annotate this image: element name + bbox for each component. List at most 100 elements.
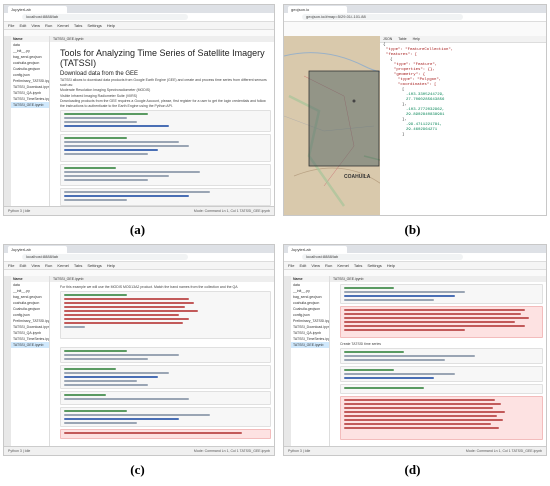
browser-tab[interactable]: JupyterLab: [288, 246, 347, 253]
code-cell[interactable]: [60, 110, 271, 132]
json-line: "coordinates": [: [398, 83, 437, 87]
file-item[interactable]: Coahuila.geojson: [13, 307, 41, 311]
code-cell[interactable]: [60, 347, 271, 363]
geojson-editor[interactable]: JSON Table Help { "type": "FeatureCollec…: [380, 36, 546, 215]
menu-item[interactable]: Edit: [19, 23, 27, 28]
browser-tab[interactable]: geojson.io: [288, 6, 347, 13]
json-line: ],: [402, 103, 407, 107]
menu-item[interactable]: Settings: [87, 23, 102, 28]
left-icon-bar[interactable]: [4, 276, 11, 447]
url-field[interactable]: localhost:8888/lab: [22, 14, 188, 20]
menu-item[interactable]: File: [288, 263, 295, 268]
code-cell[interactable]: [60, 188, 271, 206]
file-item[interactable]: bag_send.geojson: [293, 295, 322, 299]
file-item[interactable]: __init__.py: [13, 49, 30, 53]
file-item[interactable]: TATSSI_Download.ipynb: [293, 325, 329, 329]
file-item[interactable]: Preliminary_TATSSI.ipynb: [293, 319, 329, 323]
menu-item[interactable]: Edit: [19, 263, 27, 268]
file-item[interactable]: TATSSI_Download.ipynb: [13, 325, 49, 329]
menu-item[interactable]: Settings: [87, 263, 102, 268]
file-item[interactable]: config.json: [293, 313, 310, 317]
file-item[interactable]: TATSSI_TimeSeries.ipynb: [13, 97, 49, 101]
menu-item[interactable]: Settings: [367, 263, 382, 268]
caption-c: (c): [130, 462, 145, 477]
menu-item[interactable]: Tabs: [353, 263, 363, 268]
file-item-selected[interactable]: TATSSI_GEE.ipynb: [11, 102, 49, 108]
tab-json[interactable]: JSON: [383, 37, 393, 41]
file-item[interactable]: TATSSI_TimeSeries.ipynb: [293, 337, 329, 341]
file-item[interactable]: TATSSI_QA.ipynb: [13, 331, 42, 335]
file-item[interactable]: coahuila.geojson: [13, 61, 40, 65]
menu-item[interactable]: Run: [44, 263, 53, 268]
menu-item[interactable]: Help: [106, 23, 116, 28]
menu-item[interactable]: View: [31, 263, 40, 268]
left-icon-bar[interactable]: [4, 36, 11, 207]
file-item[interactable]: TATSSI_QA.ipynb: [13, 91, 42, 95]
file-item[interactable]: TATSSI_QA.ipynb: [293, 331, 322, 335]
file-item[interactable]: config.json: [13, 73, 30, 77]
tab-help[interactable]: Help: [412, 37, 420, 41]
file-item[interactable]: coahuila.geojson: [293, 301, 320, 305]
file-item[interactable]: Preliminary_TATSSI.ipynb: [13, 79, 49, 83]
json-line: [: [402, 88, 405, 92]
menu-item[interactable]: Kernel: [57, 263, 69, 268]
notebook-tab[interactable]: TATSSI_GEE.ipynb: [50, 276, 274, 282]
code-cell[interactable]: [60, 291, 271, 339]
url-field[interactable]: localhost:8888/lab: [302, 254, 464, 260]
code-cell[interactable]: [60, 134, 271, 162]
menu-item[interactable]: Edit: [299, 263, 307, 268]
file-item-selected[interactable]: TATSSI_GEE.ipynb: [291, 342, 329, 348]
url-field[interactable]: localhost:8888/lab: [22, 254, 188, 260]
file-item[interactable]: Preliminary_TATSSI.ipynb: [13, 319, 49, 323]
file-item[interactable]: config.json: [13, 313, 30, 317]
map-view[interactable]: COAHUILA: [284, 36, 380, 215]
file-item[interactable]: bag_send.geojson: [13, 295, 42, 299]
menu-item[interactable]: Tabs: [73, 263, 83, 268]
menu-item[interactable]: View: [31, 23, 40, 28]
file-item[interactable]: data: [293, 283, 300, 287]
left-icon-bar[interactable]: [284, 276, 291, 447]
code-cell[interactable]: [340, 284, 543, 304]
code-cell[interactable]: [60, 391, 271, 405]
notebook-tab[interactable]: TATSSI_GEE.ipynb: [50, 36, 274, 42]
menu-item[interactable]: Help: [106, 263, 116, 268]
file-item[interactable]: Coahuila.geojson: [293, 307, 321, 311]
code-cell[interactable]: [60, 365, 271, 389]
code-cell[interactable]: [60, 407, 271, 427]
menu-item[interactable]: View: [311, 263, 320, 268]
caption-d: (d): [404, 462, 421, 477]
map-canvas[interactable]: COAHUILA: [284, 36, 380, 215]
file-item[interactable]: coahuila.geojson: [13, 301, 40, 305]
menu-item[interactable]: File: [8, 23, 15, 28]
aoi-polygon[interactable]: [308, 70, 380, 167]
file-item-selected[interactable]: TATSSI_GEE.ipynb: [11, 342, 49, 348]
file-item[interactable]: __init__.py: [293, 289, 310, 293]
file-item[interactable]: bag_send.geojson: [13, 55, 42, 59]
menu-item[interactable]: Kernel: [337, 263, 349, 268]
file-item[interactable]: Coahuila.geojson: [13, 67, 41, 71]
menu-item[interactable]: Kernel: [57, 23, 69, 28]
code-cell[interactable]: [340, 348, 543, 364]
browser-tab-bar: JupyterLab: [4, 245, 274, 253]
tab-table[interactable]: Table: [398, 37, 407, 41]
menu-item[interactable]: File: [8, 263, 15, 268]
address-bar: localhost:8888/lab: [4, 13, 274, 22]
panel-c-screenshot: JupyterLab localhost:8888/lab File Edit Vi…: [3, 244, 275, 456]
code-cell[interactable]: [340, 384, 543, 394]
file-item[interactable]: data: [13, 283, 20, 287]
file-item[interactable]: TATSSI_TimeSeries.ipynb: [13, 337, 49, 341]
code-cell[interactable]: [340, 366, 543, 382]
code-cell[interactable]: [60, 164, 271, 186]
file-item[interactable]: TATSSI_Download.ipynb: [13, 85, 49, 89]
menu-item[interactable]: Help: [386, 263, 396, 268]
browser-tab[interactable]: JupyterLab: [8, 6, 67, 13]
file-item[interactable]: __init__.py: [13, 289, 30, 293]
notebook-tab[interactable]: TATSSI_GEE.ipynb: [330, 276, 546, 282]
browser-tab-bar: JupyterLab: [284, 245, 546, 253]
menu-item[interactable]: Run: [324, 263, 333, 268]
url-field[interactable]: geojson.io/#map=5/29.01/-101.88: [302, 14, 464, 20]
menu-item[interactable]: Tabs: [73, 23, 83, 28]
menu-item[interactable]: Run: [44, 23, 53, 28]
file-item[interactable]: data: [13, 43, 20, 47]
browser-tab[interactable]: JupyterLab: [8, 246, 67, 253]
